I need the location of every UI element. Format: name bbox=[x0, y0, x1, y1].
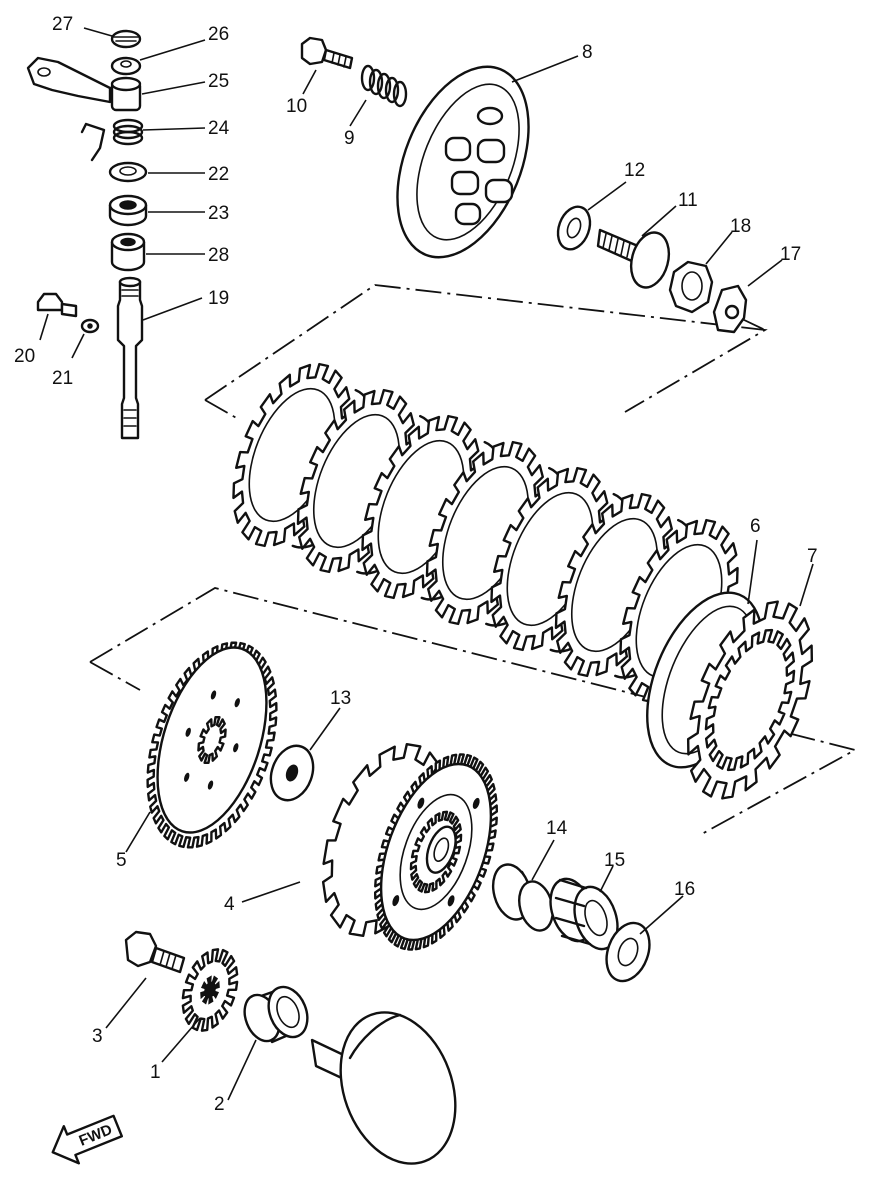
leader-lines bbox=[39, 27, 814, 1101]
part-5-primary-driven-gear bbox=[124, 626, 300, 864]
callout-27: 27 bbox=[52, 14, 73, 35]
part-16-washer bbox=[605, 921, 651, 983]
callout-16: 16 bbox=[674, 879, 695, 900]
callout-17: 17 bbox=[780, 244, 801, 265]
callout-21: 21 bbox=[52, 368, 73, 389]
plate-stack-envelope bbox=[204, 284, 768, 421]
part-28-bushing bbox=[110, 232, 146, 272]
callout-7: 7 bbox=[807, 546, 818, 567]
callout-4: 4 bbox=[224, 894, 235, 915]
callout-8: 8 bbox=[582, 42, 593, 63]
part-19-shaft bbox=[116, 276, 144, 440]
callout-9: 9 bbox=[344, 128, 355, 149]
callout-22: 22 bbox=[208, 164, 229, 185]
callout-20: 20 bbox=[14, 346, 35, 367]
part-17-lock-washer bbox=[712, 284, 748, 334]
part-20-bolt bbox=[36, 292, 78, 318]
part-4-clutch-housing bbox=[299, 727, 521, 966]
callout-14: 14 bbox=[546, 818, 568, 839]
part-13-washer bbox=[269, 744, 315, 802]
callout-3: 3 bbox=[92, 1026, 103, 1047]
callout-1: 1 bbox=[150, 1062, 161, 1083]
callout-23: 23 bbox=[208, 203, 229, 224]
part-3-bolt bbox=[124, 930, 186, 974]
part-11-push-rod bbox=[596, 228, 671, 289]
part-25-lever bbox=[26, 56, 142, 112]
part-1-drive-gear bbox=[173, 942, 247, 1037]
part-14-spacer bbox=[491, 863, 554, 932]
part-22-washer bbox=[108, 161, 148, 183]
part-21-washer bbox=[80, 318, 100, 334]
part-23-bearing bbox=[108, 194, 148, 227]
callout-6: 6 bbox=[750, 516, 761, 537]
forward-arrow-icon: FWD bbox=[51, 1114, 123, 1165]
crankshaft-web bbox=[310, 1011, 457, 1165]
callout-11: 11 bbox=[678, 190, 698, 211]
callout-2: 2 bbox=[214, 1094, 225, 1115]
callout-25: 25 bbox=[208, 71, 229, 92]
callout-18: 18 bbox=[730, 216, 751, 237]
boss-envelope bbox=[89, 587, 858, 836]
callout-24: 24 bbox=[208, 118, 230, 139]
callout-10: 10 bbox=[286, 96, 307, 117]
callout-26: 26 bbox=[208, 24, 229, 45]
part-26-washer bbox=[110, 56, 142, 76]
part-27-nut bbox=[110, 29, 142, 49]
callout-12: 12 bbox=[624, 160, 645, 181]
part-2-collar bbox=[243, 985, 309, 1044]
part-12-seal bbox=[556, 205, 592, 251]
callout-13: 13 bbox=[330, 688, 351, 709]
part-7-clutch-plate bbox=[663, 584, 837, 816]
pushrod-axis bbox=[739, 317, 766, 331]
part-8-pressure-plate bbox=[396, 65, 530, 259]
part-24-spring bbox=[80, 118, 144, 162]
callout-19: 19 bbox=[208, 288, 229, 309]
part-15-needle-bearing bbox=[549, 877, 619, 951]
callout-15: 15 bbox=[604, 850, 625, 871]
callout-28: 28 bbox=[208, 245, 229, 266]
part-10-bolt bbox=[300, 36, 354, 70]
part-9-spring bbox=[360, 64, 408, 108]
callout-labels: 27 26 25 24 22 23 28 19 20 21 10 9 8 12 … bbox=[14, 14, 818, 1115]
callout-5: 5 bbox=[116, 850, 127, 871]
part-18-nut bbox=[668, 260, 714, 314]
